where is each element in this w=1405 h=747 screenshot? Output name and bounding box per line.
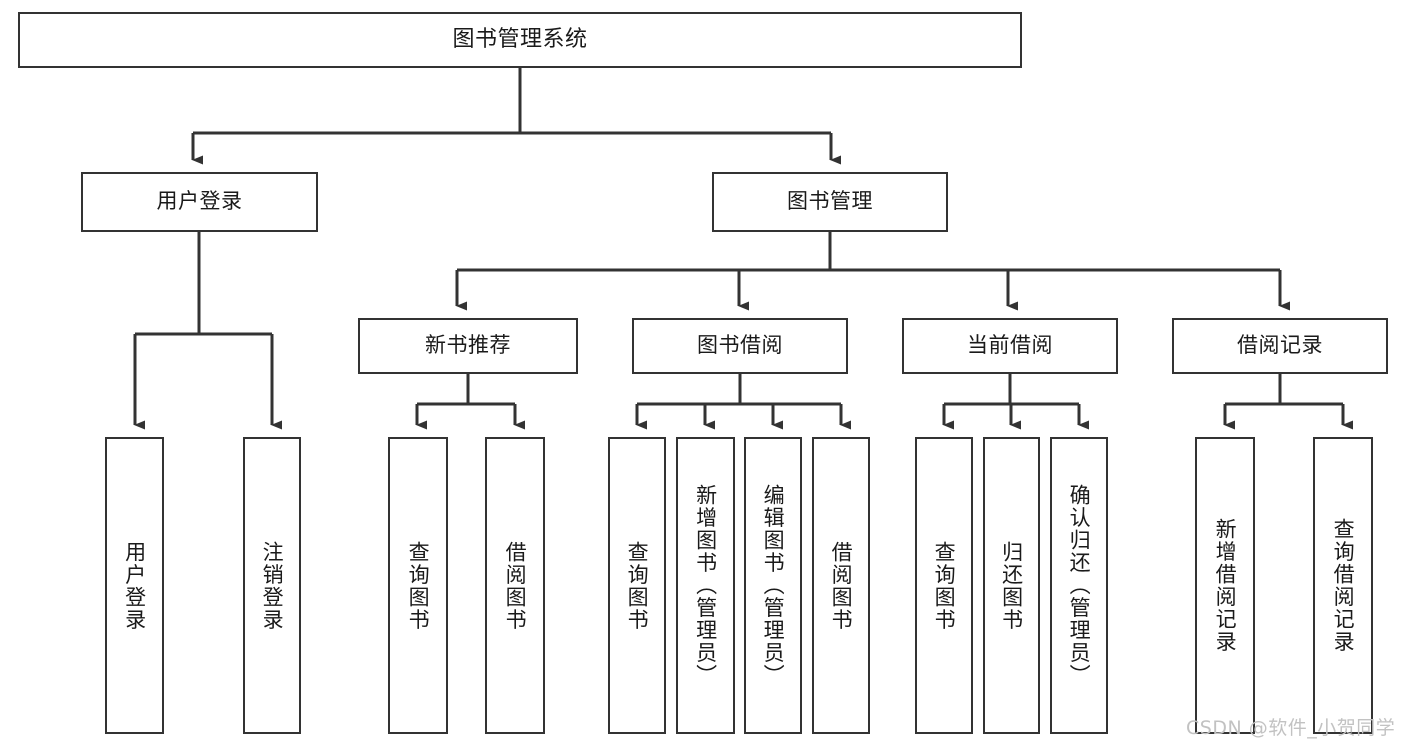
node-root-label: 图书管理系统	[452, 26, 588, 52]
csdn-watermark: CSDN @软件_小贺同学	[1186, 717, 1396, 739]
leaf-logout-login-label: 注销登录	[260, 540, 285, 631]
leaf-query-book-newbook[interactable]: 查询图书	[388, 437, 448, 734]
leaf-query-book-borrow[interactable]: 查询图书	[608, 437, 666, 734]
leaf-borrow-book-borrow-label: 借阅图书	[829, 540, 854, 631]
node-new-book-recommend[interactable]: 新书推荐	[358, 318, 578, 374]
leaf-query-book-current-label: 查询图书	[932, 540, 957, 631]
leaf-edit-book-admin-label: 编辑图书（管理员）	[761, 484, 786, 687]
leaf-return-book[interactable]: 归还图书	[983, 437, 1040, 734]
leaf-user-login[interactable]: 用户登录	[105, 437, 164, 734]
node-current-borrow-label: 当前借阅	[967, 333, 1053, 358]
leaf-query-book-newbook-label: 查询图书	[406, 540, 431, 631]
node-user-login-label: 用户登录	[156, 189, 243, 214]
node-root[interactable]: 图书管理系统	[18, 12, 1022, 68]
leaf-confirm-return-admin-label: 确认归还（管理员）	[1067, 484, 1092, 687]
leaf-add-borrow-record[interactable]: 新增借阅记录	[1195, 437, 1255, 734]
node-borrow-record[interactable]: 借阅记录	[1172, 318, 1388, 374]
leaf-query-book-borrow-label: 查询图书	[625, 540, 650, 631]
leaf-add-book-admin-label: 新增图书（管理员）	[693, 484, 718, 687]
leaf-query-book-current[interactable]: 查询图书	[915, 437, 973, 734]
leaf-add-borrow-record-label: 新增借阅记录	[1213, 518, 1238, 653]
leaf-borrow-book-newbook-label: 借阅图书	[503, 540, 528, 631]
leaf-confirm-return-admin[interactable]: 确认归还（管理员）	[1050, 437, 1108, 734]
node-book-management[interactable]: 图书管理	[712, 172, 948, 232]
node-user-login[interactable]: 用户登录	[81, 172, 318, 232]
node-borrow-record-label: 借阅记录	[1237, 333, 1323, 358]
leaf-add-book-admin[interactable]: 新增图书（管理员）	[676, 437, 735, 734]
leaf-query-borrow-record-label: 查询借阅记录	[1331, 518, 1356, 653]
leaf-return-book-label: 归还图书	[999, 540, 1024, 631]
node-book-management-label: 图书管理	[787, 189, 873, 214]
leaf-edit-book-admin[interactable]: 编辑图书（管理员）	[744, 437, 802, 734]
leaf-borrow-book-newbook[interactable]: 借阅图书	[485, 437, 545, 734]
leaf-user-login-label: 用户登录	[122, 540, 147, 631]
node-current-borrow[interactable]: 当前借阅	[902, 318, 1118, 374]
leaf-borrow-book-borrow[interactable]: 借阅图书	[812, 437, 870, 734]
leaf-logout-login[interactable]: 注销登录	[243, 437, 301, 734]
node-book-borrow-label: 图书借阅	[697, 333, 783, 358]
node-book-borrow[interactable]: 图书借阅	[632, 318, 848, 374]
leaf-query-borrow-record[interactable]: 查询借阅记录	[1313, 437, 1373, 734]
node-new-book-recommend-label: 新书推荐	[425, 333, 511, 358]
